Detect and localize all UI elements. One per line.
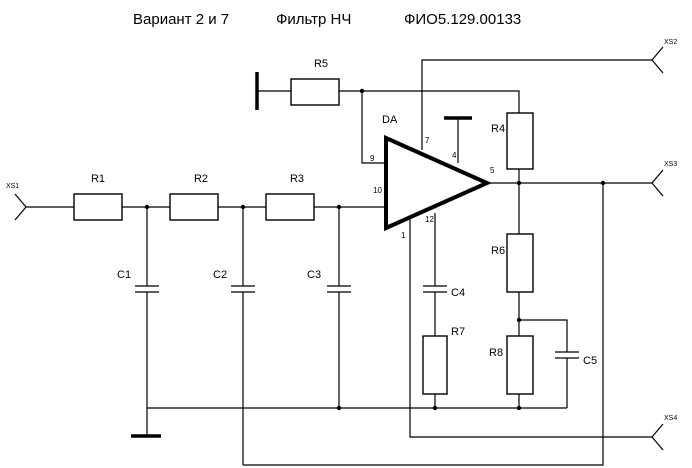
- c4-label: C4: [451, 287, 465, 299]
- xs1-label: XS1: [6, 183, 19, 190]
- resistor-r2: R2: [169, 173, 219, 221]
- resistor-r7: R7: [422, 326, 465, 395]
- connector-xs3: XS3: [651, 161, 677, 197]
- r7-label: R7: [451, 326, 465, 338]
- connector-xs2: XS2: [651, 39, 677, 74]
- resistor-r1: R1: [73, 173, 123, 221]
- c1-label: C1: [117, 269, 131, 281]
- wire-pin9: [361, 91, 386, 164]
- opamp-da: DA 9 10 7 4 5 1 12: [370, 114, 495, 240]
- r8-label: R8: [489, 347, 503, 359]
- capacitor-c3: C3: [307, 207, 351, 408]
- r2-label: R2: [194, 173, 208, 185]
- filter-title: Фильтр НЧ: [276, 11, 351, 28]
- junction-dot: [336, 405, 342, 411]
- c5-label: C5: [583, 355, 597, 367]
- capacitor-c5: C5: [519, 319, 597, 408]
- junction-dot: [516, 180, 522, 186]
- capacitor-c2: C2: [213, 207, 255, 465]
- resistor-r5: R5: [290, 58, 340, 106]
- pin-1-label: 1: [401, 231, 406, 240]
- variant-title: Вариант 2 и 7: [133, 11, 229, 28]
- r5-label: R5: [314, 58, 328, 70]
- wire-r5-r4: [339, 90, 520, 113]
- r4-label: R4: [491, 123, 505, 135]
- pin-4-label: 4: [452, 151, 457, 160]
- pin-7-label: 7: [425, 136, 430, 145]
- wire-pin7-xs2: [421, 59, 652, 150]
- r6-label: R6: [491, 245, 505, 257]
- xs2-label: XS2: [664, 39, 677, 46]
- connector-xs4: XS4: [651, 415, 677, 451]
- c2-label: C2: [213, 269, 227, 281]
- capacitor-c4: C4: [423, 285, 465, 336]
- document-code: ФИО5.129.00133: [404, 11, 521, 28]
- connector-xs1: XS1: [6, 183, 27, 221]
- resistor-r6: R6: [491, 233, 534, 293]
- pin-9-label: 9: [370, 154, 375, 163]
- r1-label: R1: [91, 173, 105, 185]
- pin-12-label: 12: [425, 215, 434, 224]
- resistor-r3: R3: [265, 173, 315, 221]
- xs4-label: XS4: [664, 415, 677, 422]
- xs3-label: XS3: [664, 161, 677, 168]
- capacitor-c1: C1: [117, 207, 159, 408]
- pin-10-label: 10: [373, 186, 382, 195]
- r3-label: R3: [290, 173, 304, 185]
- resistor-r4: R4: [491, 112, 534, 170]
- c3-label: C3: [307, 269, 321, 281]
- opamp-label: DA: [382, 114, 398, 126]
- pin-5-label: 5: [490, 166, 495, 175]
- wire-pin1-xs4: [409, 219, 652, 438]
- resistor-r8: R8: [489, 335, 534, 395]
- wire-feedback-c2: [243, 183, 604, 466]
